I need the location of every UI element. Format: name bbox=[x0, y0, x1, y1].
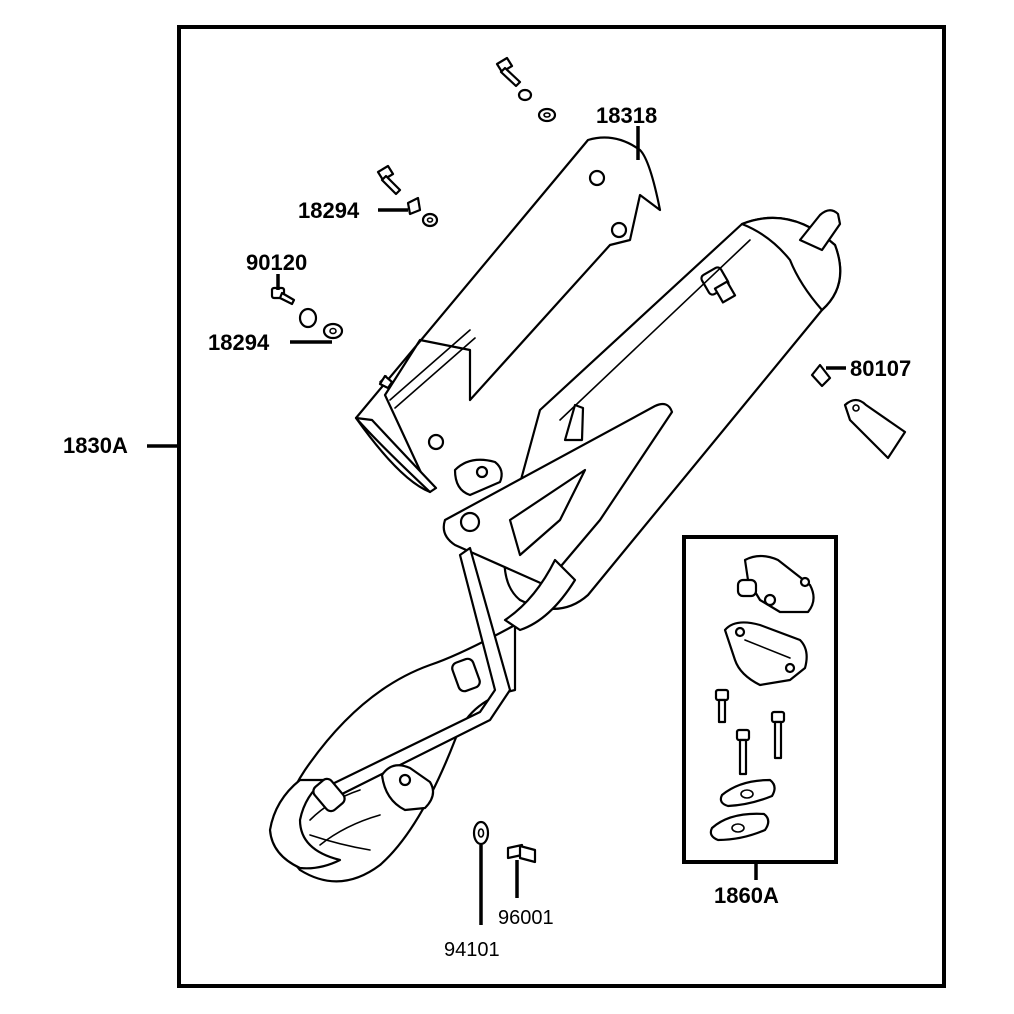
label-18294-lower: 18294 bbox=[208, 330, 270, 355]
label-18294-upper: 18294 bbox=[298, 198, 360, 223]
heat-shield-18318 bbox=[354, 136, 662, 494]
gasket-ring-94101 bbox=[472, 820, 490, 846]
grommet-upper bbox=[298, 307, 318, 329]
subassembly-gasket-1 bbox=[719, 778, 776, 808]
exhaust-header-pipe bbox=[268, 546, 577, 883]
subassembly-box bbox=[682, 535, 838, 864]
subassembly-bolt-1 bbox=[714, 688, 730, 724]
subassembly-bolt-2 bbox=[770, 710, 786, 760]
top-bolt bbox=[495, 56, 522, 88]
label-18318: 18318 bbox=[596, 103, 657, 128]
valve-housing-base bbox=[723, 621, 808, 687]
spring-clip-80107 bbox=[810, 363, 832, 388]
label-80107: 80107 bbox=[850, 356, 911, 381]
valve-housing-top bbox=[736, 554, 815, 614]
bolt-90120 bbox=[270, 286, 296, 306]
mounting-bracket bbox=[442, 402, 674, 587]
label-96001: 96001 bbox=[498, 907, 554, 929]
diagram-frame bbox=[177, 25, 946, 988]
top-washer bbox=[537, 107, 557, 123]
middle-bolt bbox=[376, 164, 402, 196]
label-1830A: 1830A bbox=[63, 433, 128, 458]
subassembly-gasket-2 bbox=[709, 812, 770, 842]
label-94101: 94101 bbox=[444, 939, 500, 961]
washer-18294-upper bbox=[406, 196, 422, 216]
exhaust-band bbox=[843, 398, 907, 460]
spacer-upper bbox=[421, 212, 439, 228]
label-1860A: 1860A bbox=[714, 883, 779, 908]
stud-bolt-96001 bbox=[506, 843, 537, 864]
top-nut bbox=[517, 88, 533, 102]
subassembly-bolt-3 bbox=[735, 728, 751, 776]
label-90120: 90120 bbox=[246, 250, 307, 275]
washer-18294-lower bbox=[322, 322, 344, 340]
